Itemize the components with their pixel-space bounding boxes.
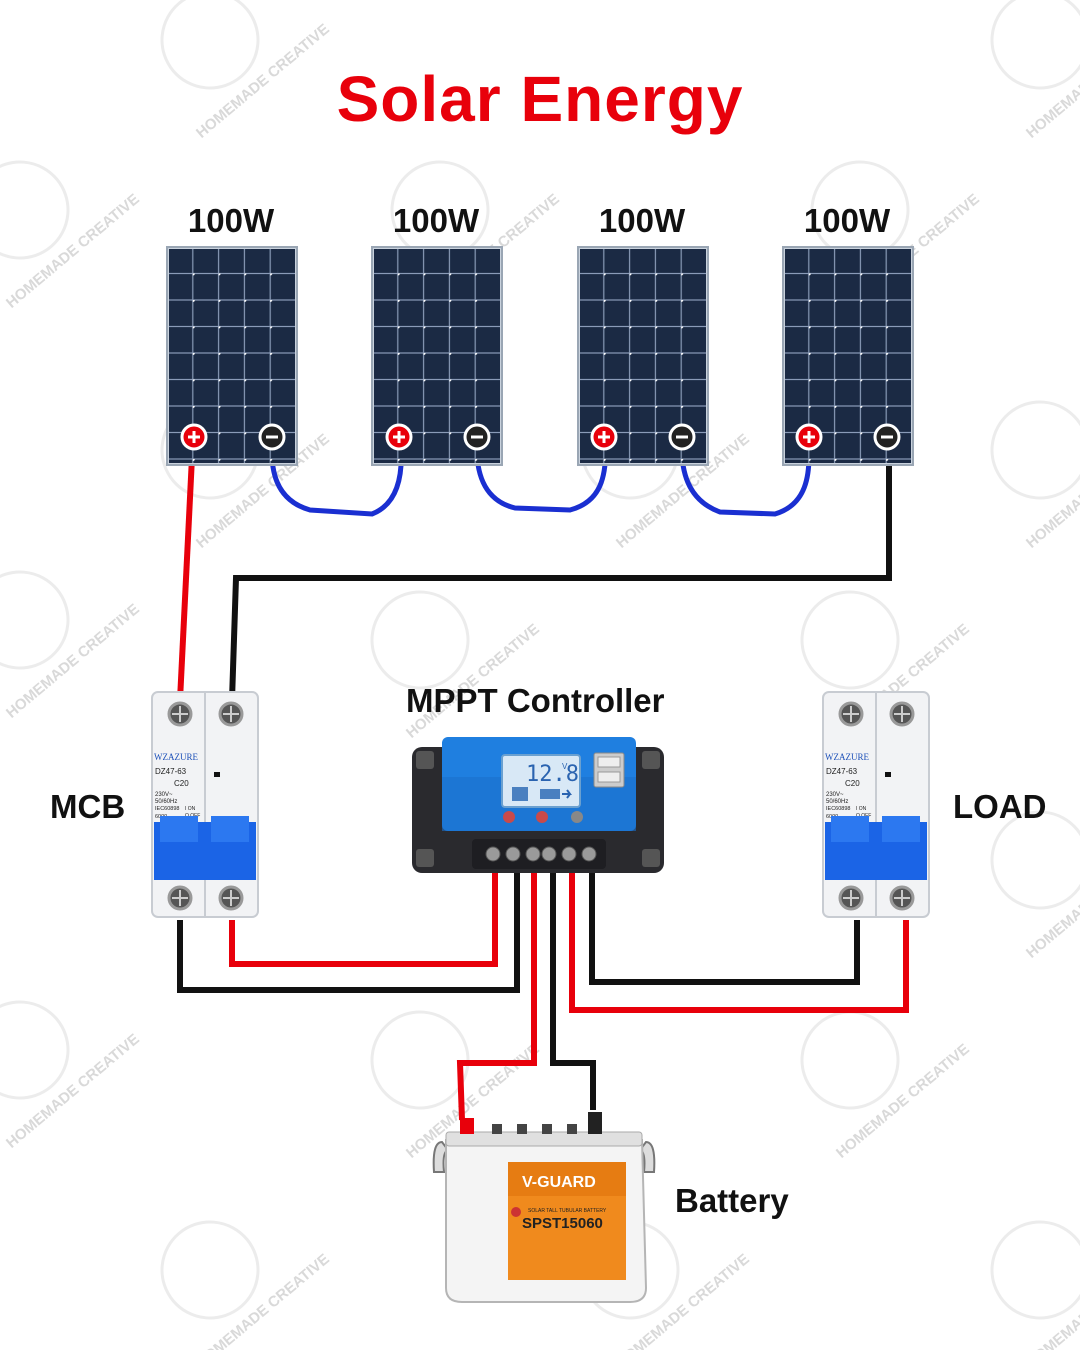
panel-3-watts: 100W xyxy=(598,202,686,239)
mcb-model: DZ47-63 xyxy=(826,767,858,776)
watermark-text: HOMEMADE CREATIVE xyxy=(193,1251,333,1350)
mcb-standard: IEC60898 xyxy=(826,806,850,812)
mcb-to-controller-positive xyxy=(229,870,498,967)
battery-label: Battery xyxy=(675,1182,789,1219)
mcb-on: I ON xyxy=(856,806,867,812)
controller-label: MPPT Controller xyxy=(406,682,665,719)
watermark-text: HOMEMADE CREATIVE xyxy=(1023,1251,1080,1350)
mcb-rating: C20 xyxy=(174,779,189,788)
mcb-standard: IEC60898 xyxy=(155,806,179,812)
series-wire-3-4 xyxy=(679,434,812,517)
battery: V-GUARD SOLAR TALL TUBULAR BATTERY SPST1… xyxy=(432,1112,656,1303)
panel-4-watts: 100W xyxy=(803,202,891,239)
mcb-on: I ON xyxy=(185,806,196,812)
array-positive-wire xyxy=(177,436,196,701)
mcb-rating: C20 xyxy=(845,779,860,788)
load-label: LOAD xyxy=(953,788,1047,825)
panel-terminals xyxy=(180,423,901,451)
mcb-spec2: 50/60Hz xyxy=(826,799,848,805)
mppt-controller: 12.8 V xyxy=(412,737,664,873)
battery-brand: V-GUARD xyxy=(522,1174,596,1191)
load-negative-wire xyxy=(589,870,860,985)
battery-negative-wire xyxy=(550,870,596,1110)
series-wire-2-3 xyxy=(474,434,609,513)
minus-icon xyxy=(873,423,901,451)
mcb-left: WZAZURE DZ47-63 C20 230V~ 50/60Hz IEC608… xyxy=(151,691,259,918)
mcb-brand: WZAZURE xyxy=(154,752,198,762)
plus-icon xyxy=(590,423,618,451)
array-negative-wire xyxy=(229,437,892,701)
panel-1-watts: 100W xyxy=(187,202,275,239)
watermark-text: HOMEMADE CREATIVE xyxy=(3,601,143,722)
mcb-model: DZ47-63 xyxy=(155,767,187,776)
minus-icon xyxy=(463,423,491,451)
battery-subtitle: SOLAR TALL TUBULAR BATTERY xyxy=(528,1208,607,1214)
minus-icon xyxy=(258,423,286,451)
watermark-text: HOMEMADE CREATIVE xyxy=(833,1041,973,1162)
mcb-brand: WZAZURE xyxy=(825,752,869,762)
series-wire-1-2 xyxy=(269,434,404,517)
mcb-spec1: 230V~ xyxy=(155,792,173,798)
minus-icon xyxy=(668,423,696,451)
main-wires xyxy=(177,436,909,1121)
panel-2-watts: 100W xyxy=(392,202,480,239)
watermark-text: HOMEMADE CREATIVE xyxy=(1023,841,1080,962)
mcb-right: WZAZURE DZ47-63 C20 230V~ 50/60Hz IEC608… xyxy=(822,691,930,918)
controller-display-unit: V xyxy=(562,762,568,771)
plus-icon xyxy=(385,423,413,451)
mcb-spec1: 230V~ xyxy=(826,792,844,798)
series-wires xyxy=(269,434,812,517)
plus-icon xyxy=(180,423,208,451)
watermark-text: HOMEMADE CREATIVE xyxy=(3,1031,143,1152)
mcb-label: MCB xyxy=(50,788,126,825)
battery-positive-wire xyxy=(456,870,537,1121)
controller-display-value: 12.8 xyxy=(526,762,579,787)
watermark-text: HOMEMADE CREATIVE xyxy=(3,191,143,312)
battery-model: SPST15060 xyxy=(522,1215,603,1232)
watermark-text: HOMEMADE CREATIVE xyxy=(1023,431,1080,552)
plus-icon xyxy=(795,423,823,451)
load-positive-wire xyxy=(569,870,909,1013)
mcb-to-controller-negative xyxy=(177,870,520,993)
page-title: Solar Energy xyxy=(336,63,744,135)
mcb-spec2: 50/60Hz xyxy=(155,799,177,805)
